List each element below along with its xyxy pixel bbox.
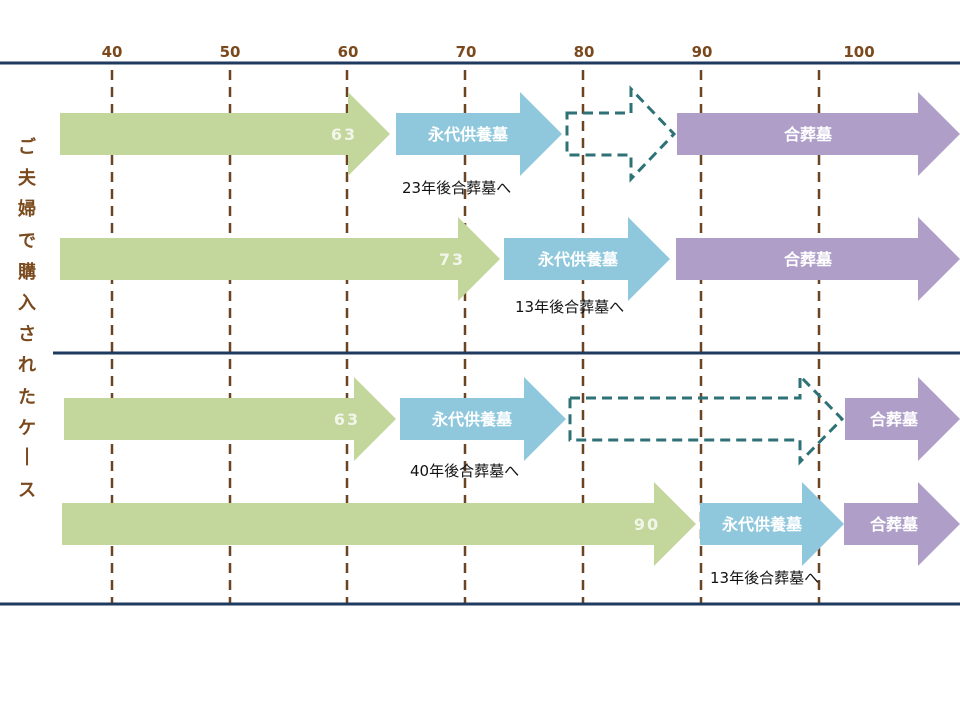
row-4: 90 永代供養墓 合葬墓 13年後合葬墓へ [62, 482, 960, 587]
side-title-char: 婦 [18, 199, 36, 221]
dashed-gap-arrow [565, 85, 677, 183]
transfer-note: 13年後合葬墓へ [710, 569, 819, 587]
gassou-arrow [844, 482, 960, 566]
side-title-char: さ [18, 324, 36, 346]
side-title-char: ご [18, 137, 36, 158]
side-title-char: | [23, 445, 31, 466]
row-2: 73 永代供養墓 合葬墓 13年後合葬墓へ [60, 217, 960, 316]
eitai-label: 永代供養墓 [721, 515, 803, 534]
gassou-label: 合葬墓 [784, 125, 833, 144]
eitai-arrow [400, 377, 566, 461]
tick-label-100: 100 [843, 43, 874, 61]
tick-label-40: 40 [102, 43, 123, 61]
side-title-char: 夫 [18, 168, 36, 190]
eitai-arrow [700, 482, 844, 566]
life-arrow [64, 377, 396, 461]
side-title-char: 入 [18, 293, 36, 314]
life-arrow [60, 217, 500, 301]
age-label: 63 [331, 125, 357, 144]
side-title-char: た [18, 386, 36, 408]
side-title-char: で [18, 230, 36, 252]
eitai-arrow [396, 92, 562, 176]
gassou-arrow [676, 217, 960, 301]
life-arrow [62, 482, 696, 566]
dashed-gap-arrow [568, 372, 845, 466]
tick-label-90: 90 [692, 43, 713, 61]
side-title-char: ス [18, 480, 36, 502]
transfer-note: 23年後合葬墓へ [402, 179, 511, 197]
axis-tick-labels: 40 50 60 70 80 90 100 [102, 43, 875, 61]
side-title-char: 購 [18, 261, 36, 283]
side-title-char: れ [18, 355, 36, 377]
tick-label-50: 50 [220, 43, 241, 61]
gassou-arrow [677, 92, 960, 176]
row-1: 63 永代供養墓 合葬墓 23年後合葬墓へ [60, 85, 960, 197]
tick-label-70: 70 [456, 43, 477, 61]
age-label: 90 [634, 515, 660, 534]
gassou-label: 合葬墓 [870, 515, 919, 534]
tick-label-80: 80 [574, 43, 595, 61]
age-label: 73 [439, 250, 465, 269]
gassou-arrow [845, 377, 960, 461]
row-3: 63 永代供養墓 合葬墓 40年後合葬墓へ [64, 372, 960, 480]
age-label: 63 [334, 410, 360, 429]
side-title-char: ケ [18, 417, 36, 439]
eitai-label: 永代供養墓 [431, 410, 513, 429]
transfer-note: 13年後合葬墓へ [515, 298, 624, 316]
life-arrow [60, 92, 390, 176]
eitai-label: 永代供養墓 [537, 250, 619, 269]
eitai-label: 永代供養墓 [427, 125, 509, 144]
transfer-note: 40年後合葬墓へ [410, 462, 519, 480]
tick-label-60: 60 [338, 43, 359, 61]
eitai-arrow [504, 217, 670, 301]
gassou-label: 合葬墓 [870, 410, 919, 429]
gassou-label: 合葬墓 [784, 250, 833, 269]
